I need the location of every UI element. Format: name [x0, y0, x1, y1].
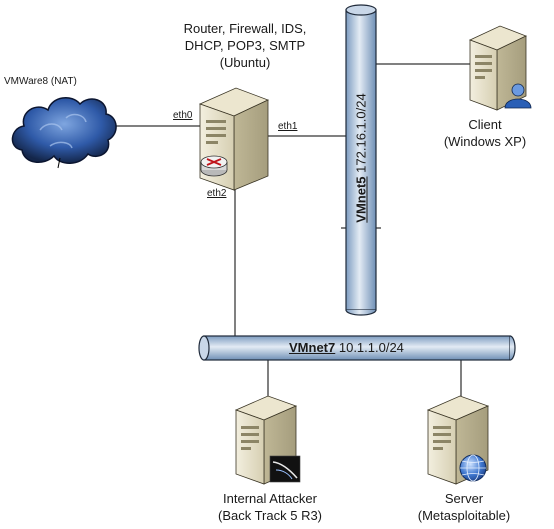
server-caption: Server (Metasploitable) [394, 490, 534, 524]
router-caption-line: Router, Firewall, IDS, [183, 21, 307, 36]
router-caption-line: (Ubuntu) [219, 55, 271, 70]
router-badge-icon [200, 155, 228, 177]
attacker-server-icon [234, 395, 301, 485]
connection-lines [108, 63, 470, 398]
attacker-caption-line: Internal Attacker [223, 491, 317, 506]
server-caption-line: Server [444, 491, 484, 506]
router-caption-line: DHCP, POP3, SMTP [184, 38, 306, 53]
router-server-icon [198, 87, 270, 191]
vmnet5-label: VMnet5 172.16.1.0/24 [354, 93, 369, 222]
vmnet7-bus [198, 335, 516, 361]
eth2-label: eth2 [207, 188, 227, 199]
cloud-label: VMWare8 (NAT) [4, 76, 77, 87]
server-caption-line: (Metasploitable) [417, 508, 511, 523]
attacker-caption: Internal Attacker (Back Track 5 R3) [190, 490, 350, 524]
router-caption: Router, Firewall, IDS, DHCP, POP3, SMTP … [150, 20, 340, 71]
user-icon [504, 83, 532, 109]
cloud-icon [11, 97, 117, 169]
vmnet5-name: VMnet5 [353, 176, 369, 223]
backtrack-logo-icon [269, 455, 301, 483]
vmnet5-bus [345, 4, 377, 316]
attacker-caption-line: (Back Track 5 R3) [217, 508, 323, 523]
client-server-icon [468, 25, 532, 111]
client-caption-line: (Windows XP) [443, 134, 527, 149]
globe-icon [459, 454, 487, 482]
vmnet7-subnet: 10.1.1.0/24 [338, 340, 404, 355]
eth1-label: eth1 [278, 121, 298, 132]
vmnet5-subnet: 172.16.1.0/24 [353, 93, 369, 173]
vmnet7-name: VMnet7 [289, 340, 336, 355]
eth0-label: eth0 [173, 110, 193, 121]
metasploitable-server-icon [426, 395, 490, 485]
client-caption-line: Client [468, 117, 502, 132]
vmnet7-label: VMnet7 10.1.1.0/24 [289, 340, 404, 355]
client-caption: Client (Windows XP) [420, 116, 550, 150]
